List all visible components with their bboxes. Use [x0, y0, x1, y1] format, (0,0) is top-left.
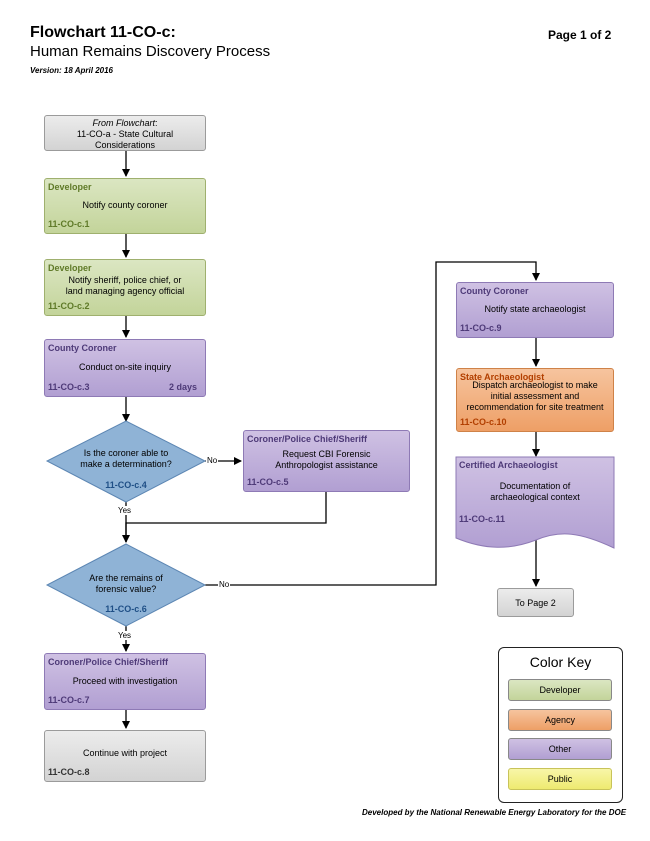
node-role: Coroner/Police Chief/Sheriff [48, 657, 169, 667]
edge-label-yes-1: Yes [117, 506, 133, 515]
node-code: 11-CO-c.1 [48, 219, 90, 229]
decision-n4-code: 11-CO-c.4 [105, 480, 147, 490]
process-node-n8: Continue with project 11-CO-c.8 [44, 730, 206, 782]
process-node-n7: Coroner/Police Chief/Sheriff Proceed wit… [44, 653, 206, 710]
from-flowchart-line2: Considerations [94, 140, 156, 150]
process-node-n2: Developer Notify sheriff, police chief, … [44, 259, 206, 316]
decision-n6-line2: forensic value? [95, 584, 157, 594]
decision-n4-line1: Is the coroner able to [83, 448, 169, 458]
node-code: 11-CO-c.10 [460, 417, 507, 427]
node-code: 11-CO-c.11 [459, 514, 506, 524]
node-text-line3: recommendation for site treatment [466, 402, 604, 412]
color-key-developer: Developer [508, 679, 612, 701]
node-code: 11-CO-c.2 [48, 301, 90, 311]
from-flowchart-prefix: From Flowchart [92, 118, 155, 128]
connector-n6-to-n9 [205, 261, 540, 586]
process-node-n9: County Coroner Notify state archaeologis… [456, 282, 614, 338]
process-node-n10: State Archaeologist Dispatch archaeologi… [456, 368, 614, 432]
page-subtitle: Human Remains Discovery Process [30, 43, 271, 60]
node-text: Proceed with investigation [72, 676, 178, 686]
connector-n5-to-n6 [122, 492, 327, 543]
node-duration: 2 days [168, 382, 197, 392]
node-text-line2: land managing agency official [65, 286, 185, 296]
process-node-n5: Coroner/Police Chief/Sheriff Request CBI… [243, 430, 410, 492]
color-key: Color Key Developer Agency Other Public [498, 647, 623, 803]
node-text: Continue with project [82, 748, 168, 758]
node-text: Notify state archaeologist [484, 304, 586, 314]
node-text-line2: archaeological context [490, 492, 580, 502]
page-number: Page 1 of 2 [548, 28, 612, 42]
node-text: Notify county coroner [82, 200, 168, 210]
color-key-other: Other [508, 738, 612, 760]
color-key-agency: Agency [508, 709, 612, 731]
node-role: Developer [48, 182, 92, 192]
from-flowchart-line1: 11-CO-a - State Cultural [76, 129, 174, 139]
document-n11-shape [455, 456, 615, 549]
node-code: 11-CO-c.5 [247, 477, 289, 487]
decision-n4-shape [45, 420, 207, 503]
node-text-line1: Request CBI Forensic [282, 449, 371, 459]
decision-n6-line1: Are the remains of [89, 573, 163, 583]
node-code: 11-CO-c.3 [48, 382, 90, 392]
node-role: Certified Archaeologist [459, 460, 558, 470]
decision-n6-text: Are the remains of forensic value? [66, 573, 186, 595]
decision-n4-line2: make a determination? [80, 459, 172, 469]
node-role: County Coroner [48, 343, 117, 353]
from-flowchart-node: From Flowchart: 11-CO-a - State Cultural… [44, 115, 206, 151]
node-role: State Archaeologist [460, 372, 545, 382]
node-code: 11-CO-c.8 [48, 767, 90, 777]
process-node-n3: County Coroner Conduct on-site inquiry 1… [44, 339, 206, 397]
node-role: Coroner/Police Chief/Sheriff [247, 434, 368, 444]
edge-label-yes-2: Yes [117, 631, 133, 640]
from-flowchart-colon: : [155, 118, 158, 128]
node-text-line1: Notify sheriff, police chief, or [68, 275, 182, 285]
node-code: 11-CO-c.7 [48, 695, 90, 705]
page-title: Flowchart 11-CO-c: [30, 24, 176, 41]
to-page-2-node: To Page 2 [497, 588, 574, 617]
process-node-n11: Certified Archaeologist Documentation of… [456, 457, 614, 547]
node-text-line1: Documentation of [499, 481, 571, 491]
footer-credit: Developed by the National Renewable Ener… [362, 808, 627, 817]
edge-label-no-1: No [206, 456, 219, 465]
decision-n6-shape [45, 543, 207, 627]
node-text-line2: initial assessment and [490, 391, 580, 401]
color-key-title: Color Key [529, 654, 592, 670]
process-node-n1: Developer Notify county coroner 11-CO-c.… [44, 178, 206, 234]
edge-label-no-2: No [218, 580, 231, 589]
version-label: Version: 18 April 2016 [30, 66, 113, 75]
node-role: Developer [48, 263, 92, 273]
node-code: 11-CO-c.9 [460, 323, 502, 333]
node-text-line2: Anthropologist assistance [275, 460, 378, 470]
decision-n6-code: 11-CO-c.6 [105, 604, 147, 614]
node-text: Conduct on-site inquiry [78, 362, 172, 372]
color-key-public: Public [508, 768, 612, 790]
node-text-line1: Dispatch archaeologist to make [472, 380, 598, 390]
node-role: County Coroner [460, 286, 529, 296]
decision-n4-text: Is the coroner able to make a determinat… [66, 448, 186, 470]
